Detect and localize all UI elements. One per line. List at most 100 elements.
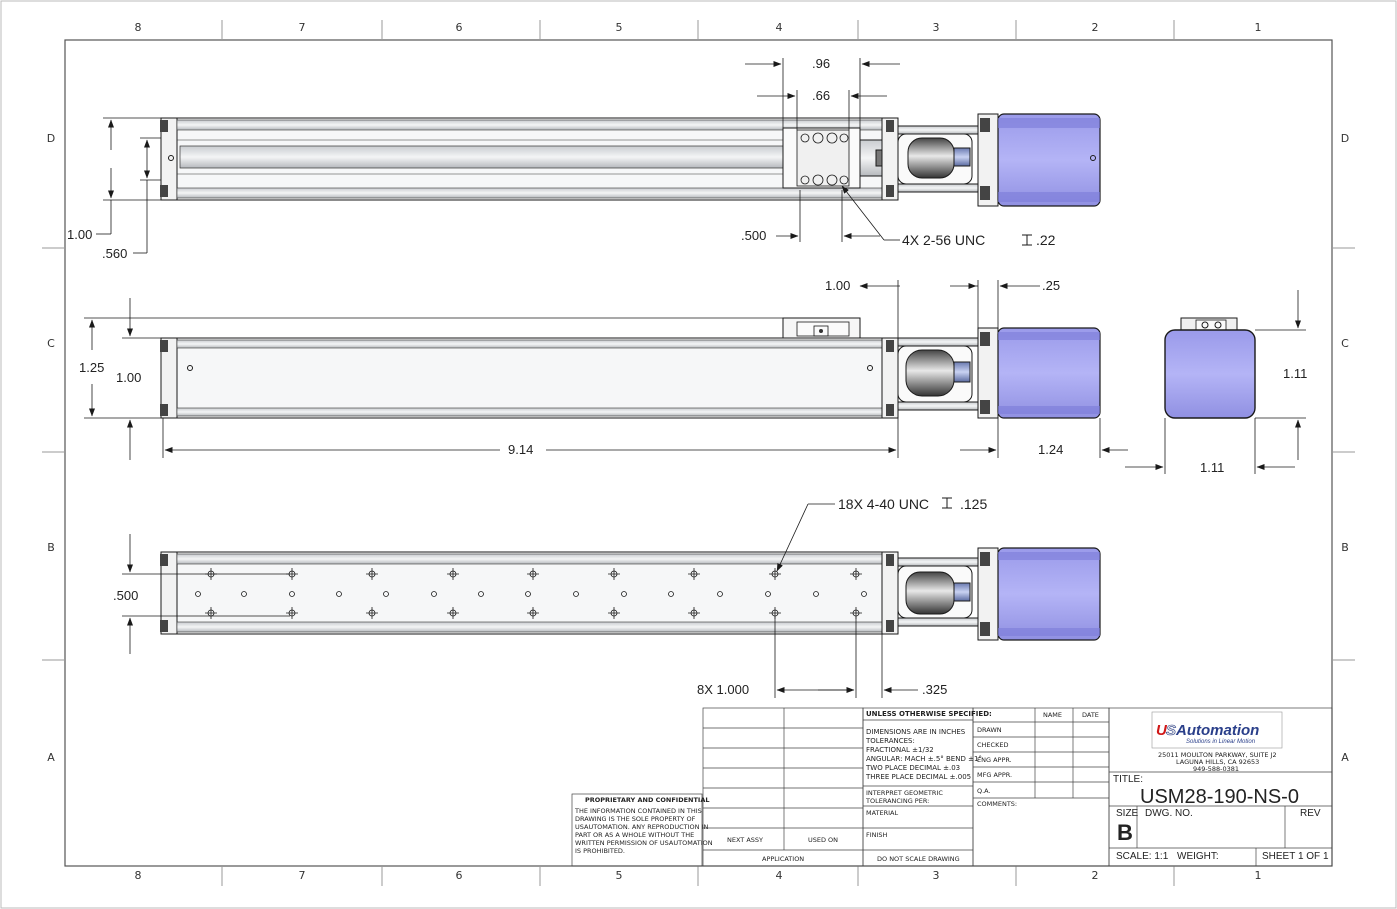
rev-label: REV bbox=[1300, 808, 1321, 819]
zone-column-label: 8 bbox=[135, 869, 142, 882]
mounting-hole bbox=[765, 591, 771, 597]
logo-letter-u: U bbox=[1156, 722, 1168, 739]
dim-0560: .560 bbox=[102, 246, 127, 261]
hole-centerline bbox=[608, 607, 620, 619]
hole-centerline bbox=[447, 568, 459, 580]
spec-heading: UNLESS OTHERWISE SPECIFIED: bbox=[866, 710, 992, 718]
side-view-motor bbox=[997, 327, 1101, 419]
interpret-line: TOLERANCING PER: bbox=[865, 797, 929, 805]
dim-0500-top: .500 bbox=[741, 228, 766, 243]
proprietary-line: USAUTOMATION. ANY REPRODUCTION IN bbox=[575, 823, 709, 831]
spec-line: FRACTIONAL ±1/32 bbox=[866, 746, 934, 754]
dim-100-top: 1.00 bbox=[67, 227, 92, 242]
mounting-hole bbox=[431, 591, 437, 597]
hole-centerline bbox=[688, 568, 700, 580]
dimension-texts: .96 .66 1.00 .560 .500 4X 2-56 UNC .22 1… bbox=[67, 56, 1307, 697]
dim-125: 1.25 bbox=[79, 360, 104, 375]
mounting-hole bbox=[861, 591, 867, 597]
approval-row-drawn: DRAWN bbox=[977, 726, 1002, 734]
proprietary-line: WRITTEN PERMISSION OF USAUTOMATION bbox=[575, 839, 713, 847]
application-label: APPLICATION bbox=[762, 855, 804, 863]
dim-0325: .325 bbox=[922, 682, 947, 697]
zone-row-label: A bbox=[47, 751, 55, 764]
logo-letter-s: S bbox=[1166, 722, 1176, 739]
side-view-coupler bbox=[897, 327, 999, 419]
callout-2-56-depth: .22 bbox=[1036, 232, 1056, 248]
zone-column-label: 2 bbox=[1092, 21, 1099, 34]
top-view-left-endcap bbox=[160, 117, 178, 201]
sheet-size: B bbox=[1117, 820, 1133, 845]
zone-column-label: 8 bbox=[135, 21, 142, 34]
scale-label: SCALE: 1:1 bbox=[1116, 851, 1169, 862]
side-view-rail-body bbox=[176, 337, 883, 419]
bottom-view bbox=[160, 547, 1101, 641]
zone-row-label: C bbox=[1341, 337, 1349, 350]
approvals-date-header: DATE bbox=[1082, 711, 1099, 719]
zone-row-label: B bbox=[1341, 541, 1349, 554]
company-phone: 949-588-0381 bbox=[1193, 765, 1239, 773]
mounting-hole bbox=[813, 591, 819, 597]
spec-line: THREE PLACE DECIMAL ±.005 bbox=[865, 773, 971, 781]
end-view-motor-face bbox=[1164, 329, 1256, 419]
dim-066: .66 bbox=[812, 88, 830, 103]
do-not-scale-label: DO NOT SCALE DRAWING bbox=[877, 855, 960, 863]
comments-label: COMMENTS: bbox=[977, 800, 1017, 808]
dim-914: 9.14 bbox=[508, 442, 533, 457]
mounting-hole bbox=[289, 591, 295, 597]
callout-2-56: 4X 2-56 UNC bbox=[902, 232, 985, 248]
dim-111-w: 1.11 bbox=[1200, 460, 1224, 475]
zone-column-label: 3 bbox=[933, 21, 940, 34]
drawing-title: USM28-190-NS-0 bbox=[1140, 786, 1299, 808]
hole-centerline bbox=[850, 568, 862, 580]
zone-row-label: C bbox=[47, 337, 55, 350]
dimension-lines bbox=[84, 58, 1306, 698]
title-block bbox=[571, 707, 1333, 867]
top-view-carriage bbox=[782, 127, 883, 189]
next-assy-label: NEXT ASSY bbox=[727, 836, 763, 844]
side-view bbox=[160, 317, 1101, 419]
zone-column-label: 2 bbox=[1092, 869, 1099, 882]
title-label: TITLE: bbox=[1113, 774, 1143, 785]
zone-row-label: B bbox=[47, 541, 55, 554]
approval-row-mfg: MFG APPR. bbox=[977, 771, 1012, 779]
callout-4-40: 18X 4-40 UNC bbox=[838, 496, 929, 512]
bottom-view-motor bbox=[997, 547, 1101, 641]
spec-line: TWO PLACE DECIMAL ±.03 bbox=[865, 764, 960, 772]
hole-centerline bbox=[527, 568, 539, 580]
proprietary-heading: PROPRIETARY AND CONFIDENTIAL bbox=[585, 796, 710, 804]
dim-025: .25 bbox=[1042, 278, 1060, 293]
mounting-hole bbox=[336, 591, 342, 597]
logo-tagline: Solutions in Linear Motion bbox=[1186, 739, 1256, 745]
mounting-hole bbox=[621, 591, 627, 597]
logo-wordmark: Automation bbox=[1175, 722, 1259, 739]
proprietary-line: PART OR AS A WHOLE WITHOUT THE bbox=[575, 831, 694, 839]
zone-row-label: A bbox=[1341, 751, 1349, 764]
zone-column-label: 1 bbox=[1255, 21, 1262, 34]
mounting-hole bbox=[383, 591, 389, 597]
weight-label: WEIGHT: bbox=[1177, 851, 1219, 862]
dim-8x-1000: 8X 1.000 bbox=[697, 682, 749, 697]
top-view-motor bbox=[997, 113, 1101, 207]
zone-column-label: 3 bbox=[933, 869, 940, 882]
depth-symbols bbox=[942, 234, 1032, 509]
hole-centerline bbox=[608, 568, 620, 580]
hole-centerline bbox=[527, 607, 539, 619]
dwg-no-label: DWG. NO. bbox=[1145, 808, 1193, 819]
hole-centerline bbox=[769, 568, 781, 580]
mounting-hole bbox=[717, 591, 723, 597]
finish-label: FINISH bbox=[866, 831, 888, 839]
zone-column-label: 5 bbox=[616, 869, 623, 882]
interpret-line: INTERPRET GEOMETRIC bbox=[866, 789, 943, 797]
top-view-right-endcap bbox=[881, 117, 899, 201]
zone-row-label: D bbox=[1341, 132, 1349, 145]
top-view-rail-bottom bbox=[176, 187, 883, 199]
zone-column-label: 7 bbox=[299, 21, 306, 34]
mounting-hole bbox=[668, 591, 674, 597]
hole-centerline bbox=[286, 607, 298, 619]
mounting-hole bbox=[478, 591, 484, 597]
bottom-view-coupler bbox=[897, 547, 999, 641]
zone-column-label: 4 bbox=[776, 21, 783, 34]
hole-centerline bbox=[366, 607, 378, 619]
